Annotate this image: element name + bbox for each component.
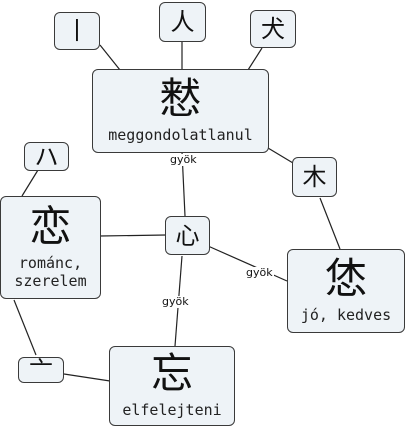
node-char: 心 bbox=[175, 221, 200, 250]
node-char: 丨 bbox=[65, 17, 89, 45]
node-char: 木 bbox=[302, 163, 327, 191]
edge-label-main-heart: gyök bbox=[169, 153, 198, 166]
kanji-node-main[interactable]: 慭 meggondolatlanul bbox=[92, 69, 269, 153]
node-char: 忘 bbox=[150, 349, 193, 398]
edge-eight-love bbox=[21, 169, 39, 197]
node-meaning: meggondolatlanul bbox=[108, 126, 253, 144]
node-meaning: elfelejteni bbox=[122, 401, 222, 419]
node-char: 恋 bbox=[29, 201, 72, 251]
radical-node-dog[interactable]: 犬 bbox=[250, 10, 296, 48]
radical-node-tree[interactable]: 木 bbox=[292, 157, 337, 197]
edge-tree-kind bbox=[319, 197, 341, 250]
edge-main-dog bbox=[247, 47, 263, 71]
radical-node-lid[interactable]: 亠 bbox=[18, 357, 64, 383]
node-char: 慭 bbox=[159, 74, 202, 123]
edge-heart-kind bbox=[207, 245, 288, 282]
node-meaning: jó, kedves bbox=[300, 306, 392, 324]
node-char: 犬 bbox=[261, 15, 285, 43]
edge-main-stroke bbox=[99, 44, 121, 71]
node-char: 亠 bbox=[29, 356, 53, 384]
radical-node-person[interactable]: 人 bbox=[159, 2, 206, 42]
edge-love-heart bbox=[99, 234, 167, 237]
kanji-node-forget[interactable]: 忘 elfelejteni bbox=[109, 346, 235, 426]
kanji-node-kind[interactable]: 恷 jó, kedves bbox=[287, 249, 405, 333]
radical-node-heart[interactable]: 心 bbox=[165, 216, 210, 255]
node-char: ハ bbox=[34, 142, 59, 171]
edge-lid-forget bbox=[63, 373, 111, 382]
edge-love-lid bbox=[13, 299, 37, 356]
edge-main-tree bbox=[267, 147, 294, 164]
edge-label-heart-kind: gyök bbox=[245, 266, 274, 279]
node-char: 恷 bbox=[324, 254, 367, 303]
edge-label-heart-forget: gyök bbox=[161, 295, 190, 308]
kanji-node-love[interactable]: 恋 románc, szerelem bbox=[0, 196, 101, 299]
radical-node-eight[interactable]: ハ bbox=[24, 142, 69, 171]
node-meaning: románc, szerelem bbox=[14, 253, 87, 290]
node-char: 人 bbox=[170, 8, 195, 36]
radical-node-stroke[interactable]: 丨 bbox=[54, 12, 100, 50]
